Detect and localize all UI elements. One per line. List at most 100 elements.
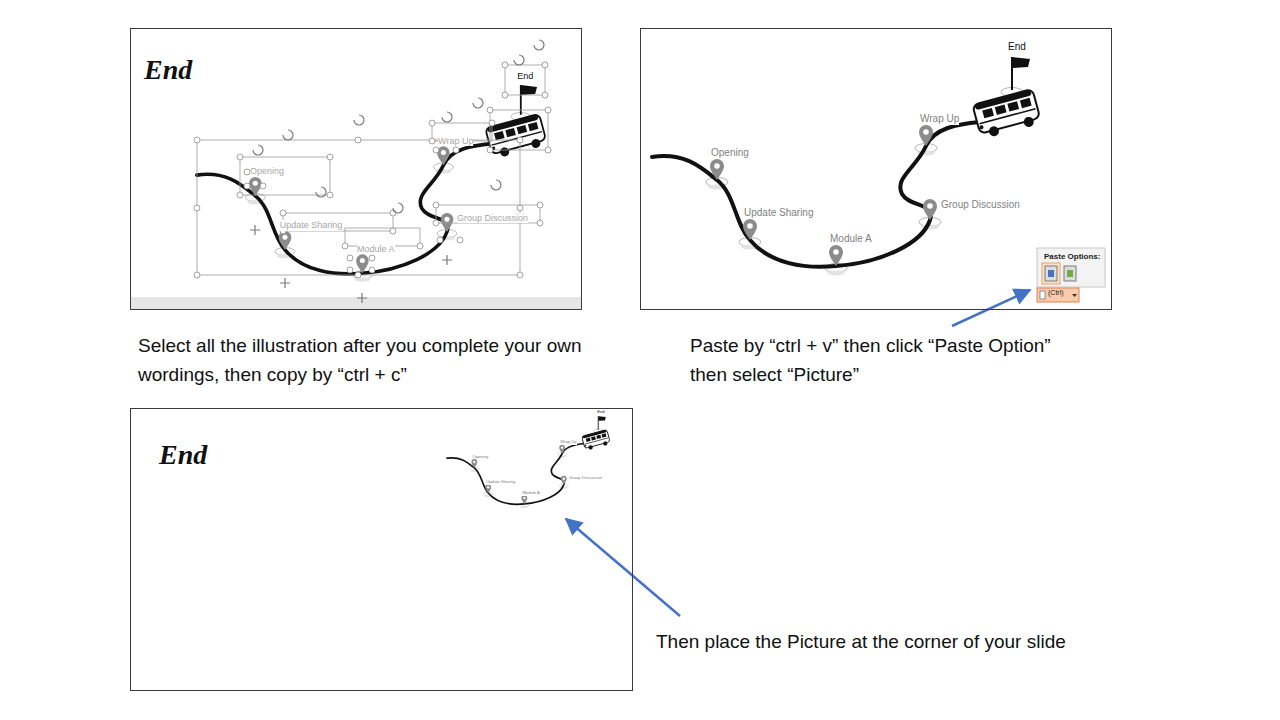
rotate-handles	[283, 130, 293, 140]
panel-three-art	[447, 416, 680, 616]
slide-panel: EndOpeningUpdate SharingModule A Wrap Up G…	[640, 28, 1112, 310]
selection-handles	[502, 92, 508, 98]
selection-handles	[327, 154, 333, 160]
flag-label: End	[517, 71, 533, 81]
selection-handles	[433, 147, 439, 153]
rotate-handles	[354, 115, 364, 125]
slide-panel: EndEndOpeningUpdate SharingModule AWrap …	[130, 28, 582, 310]
selection-handles	[417, 243, 423, 249]
move-handles	[250, 225, 260, 235]
move-handles	[250, 225, 452, 303]
selection-handles	[487, 147, 493, 153]
selection-handles	[237, 154, 243, 160]
selection-handles	[489, 120, 495, 126]
selection-boxes	[197, 65, 548, 275]
selection-handles	[194, 137, 200, 143]
selection-boxes	[490, 110, 548, 150]
panel-two-art	[1072, 294, 1077, 297]
rotate-handles	[473, 98, 483, 108]
panel-three-art	[447, 416, 611, 508]
panel-two-art	[1048, 270, 1054, 277]
selection-handles	[244, 183, 250, 189]
stop-label: Group Discussion	[457, 213, 528, 223]
selection-boxes	[197, 140, 520, 275]
selection-handles	[237, 192, 243, 198]
selection-handles	[433, 220, 439, 226]
selection-boxes	[436, 205, 540, 223]
panel-two-art	[952, 290, 1030, 326]
selection-handles	[342, 243, 348, 249]
stop-label: Update Sharing	[486, 480, 515, 485]
end-title: End	[159, 439, 207, 471]
selection-handles	[433, 202, 439, 208]
selection-handles	[347, 267, 353, 273]
selection-handles	[390, 210, 396, 216]
move-handles	[442, 255, 452, 265]
stop-label: Opening	[250, 166, 284, 176]
move-handles	[280, 278, 290, 288]
panel-two-art	[652, 57, 1105, 326]
rotate-handles	[514, 55, 524, 65]
instruction-caption: Then place the Picture at the corner of …	[656, 627, 1196, 656]
popup-title: Paste Options:	[1044, 252, 1100, 261]
move-handles	[357, 293, 367, 303]
stop-label: Module A	[830, 233, 872, 245]
selection-handles	[517, 272, 523, 278]
panel-two-art	[652, 57, 1042, 276]
instruction-caption: Select all the illustration after you co…	[138, 331, 598, 389]
instruction-caption: Paste by “ctrl + v” then click “Paste Op…	[690, 331, 1060, 389]
panel-two-art	[1045, 266, 1057, 281]
slide-panel: EndEndOpeningUpdate SharingModule AWrap …	[130, 408, 633, 691]
stop-label: Module A	[522, 491, 539, 496]
selection-handles	[517, 137, 523, 143]
selection-handles	[542, 92, 548, 98]
rotate-handles	[442, 112, 452, 122]
panel-two-art	[1064, 266, 1076, 281]
stop-label: Opening	[711, 147, 749, 159]
stop-label: Update Sharing	[744, 207, 814, 219]
panel-one-art	[131, 297, 581, 309]
selection-handles	[517, 205, 523, 211]
selection-handles	[487, 107, 493, 113]
selection-handles	[194, 205, 200, 211]
selection-handles	[542, 62, 548, 68]
rotate-handles	[393, 203, 403, 213]
rotate-handles	[253, 40, 544, 213]
stop-label: Module A	[357, 244, 395, 254]
selection-handles	[457, 237, 463, 243]
selection-handles	[327, 192, 333, 198]
selection-handles	[545, 107, 551, 113]
selection-handles	[194, 272, 200, 278]
selection-handles	[280, 210, 286, 216]
panel-three-art	[566, 519, 680, 616]
panel-one-art	[131, 40, 581, 309]
selection-handles	[355, 137, 361, 143]
panel-two-art	[1067, 270, 1073, 277]
stop-label: Group Discussion	[941, 199, 1020, 211]
flag-label: End	[1008, 41, 1026, 53]
selection-handles	[502, 62, 508, 68]
selection-handles	[545, 147, 551, 153]
selection-handles	[437, 237, 443, 243]
panel-one-art	[197, 85, 548, 282]
selection-boxes	[240, 157, 330, 195]
rotate-handles	[253, 145, 263, 155]
rotate-handles	[491, 180, 501, 190]
end-title: End	[144, 54, 192, 86]
rotate-handles	[534, 40, 544, 50]
rotate-handles	[316, 187, 326, 197]
stop-label: Group Discussion	[569, 476, 602, 481]
selection-handles	[537, 202, 543, 208]
stop-label: Wrap Up	[560, 440, 576, 445]
panel-two-art	[1040, 291, 1045, 299]
stop-label: Opening	[472, 455, 488, 460]
selection-handles	[429, 138, 435, 144]
selection-handles	[369, 267, 375, 273]
selection-handles	[369, 255, 375, 261]
selection-boxes	[505, 65, 545, 95]
panel-two-art	[1037, 248, 1105, 287]
stop-label: Wrap Up	[920, 113, 959, 125]
selection-handles	[429, 120, 435, 126]
flag-label: End	[597, 410, 604, 415]
